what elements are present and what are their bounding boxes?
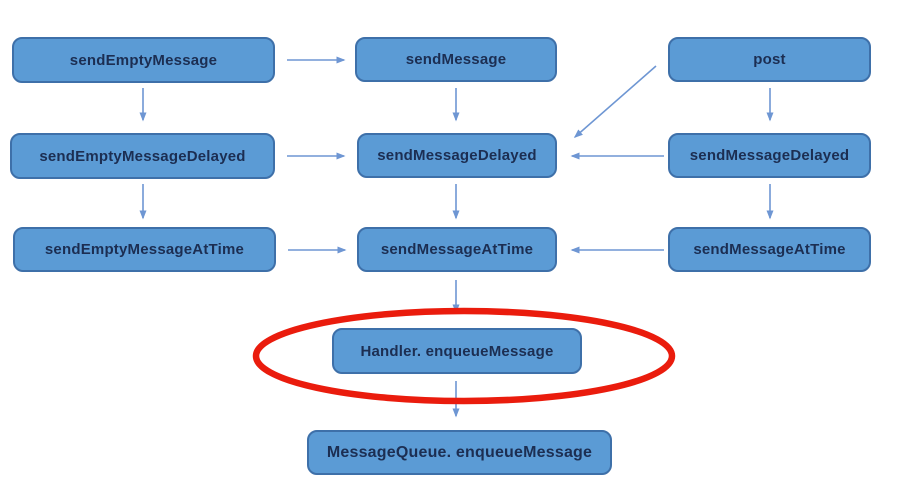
node-handler-enqueueMessage: Handler. enqueueMessage xyxy=(332,328,582,374)
node-sendMessageDelayed-right: sendMessageDelayed xyxy=(668,133,871,178)
node-sendMessage: sendMessage xyxy=(355,37,557,82)
node-sendEmptyMessageDelayed: sendEmptyMessageDelayed xyxy=(10,133,275,179)
node-sendMessageAtTime-right: sendMessageAtTime xyxy=(668,227,871,272)
node-post: post xyxy=(668,37,871,82)
node-messagequeue-enqueueMessage: MessageQueue. enqueueMessage xyxy=(307,430,612,475)
arrow-post-to-sendMessageDelayed-diagonal xyxy=(573,65,657,138)
node-sendMessageAtTime: sendMessageAtTime xyxy=(357,227,557,272)
node-sendEmptyMessage: sendEmptyMessage xyxy=(12,37,275,83)
node-sendEmptyMessageAtTime: sendEmptyMessageAtTime xyxy=(13,227,276,272)
node-sendMessageDelayed: sendMessageDelayed xyxy=(357,133,557,178)
